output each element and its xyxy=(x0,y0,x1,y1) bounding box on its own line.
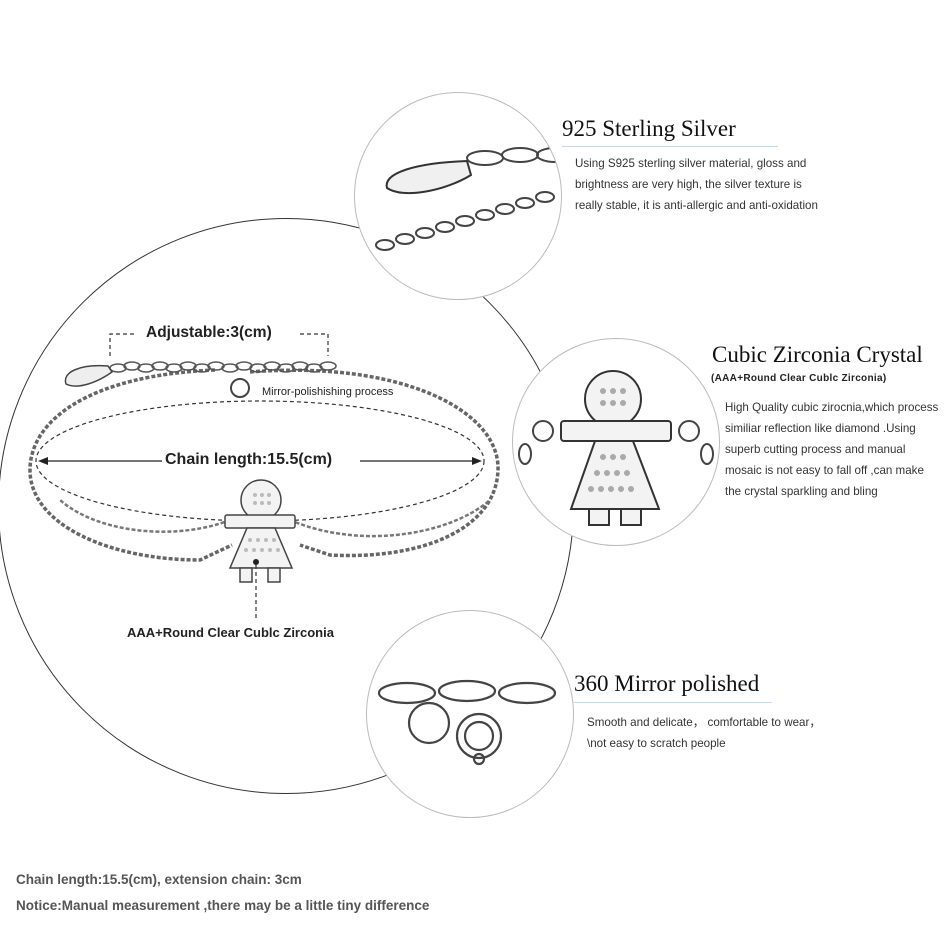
title-underline xyxy=(574,702,772,703)
clasp-closeup-circle xyxy=(354,92,562,300)
charm-closeup-circle xyxy=(512,338,720,546)
note-measurement: Notice:Manual measurement ,there may be … xyxy=(16,898,430,913)
title-underline xyxy=(562,146,778,147)
feature-body-cubic-zirconia: High Quality cubic zirocnia,which proces… xyxy=(725,401,939,498)
feature-subtitle-cubic-zirconia: (AAA+Round Clear Cublc Zirconia) xyxy=(711,373,887,384)
bracelet-chain xyxy=(249,368,500,558)
clasp-ring xyxy=(230,378,250,398)
feature-body-mirror-polished: Smooth and delicate， comfortable to wear… xyxy=(587,716,821,750)
mirror-polishing-label: Mirror-polishishing process xyxy=(262,386,394,398)
zirconia-label: AAA+Round Clear Cublc Zirconia xyxy=(127,625,334,640)
note-chain-length: Chain length:15.5(cm), extension chain: … xyxy=(16,872,302,887)
girl-charm xyxy=(224,479,296,583)
chain-length-label: Chain length:15.5(cm) xyxy=(165,451,333,468)
feature-title-sterling-silver: 925 Sterling Silver xyxy=(562,116,736,141)
feature-body-sterling-silver: Using S925 sterling silver material, glo… xyxy=(575,157,818,212)
teardrop-tag-closeup xyxy=(385,159,473,195)
adjustable-label: Adjustable:3(cm) xyxy=(146,324,272,341)
spring-clasp-closeup-circle xyxy=(366,610,574,818)
feature-title-mirror-polished: 360 Mirror polished xyxy=(574,671,760,696)
teardrop-tag xyxy=(64,364,114,387)
extension-chain xyxy=(109,361,337,373)
feature-title-cubic-zirconia: Cubic Zirconia Crystal xyxy=(712,342,923,367)
